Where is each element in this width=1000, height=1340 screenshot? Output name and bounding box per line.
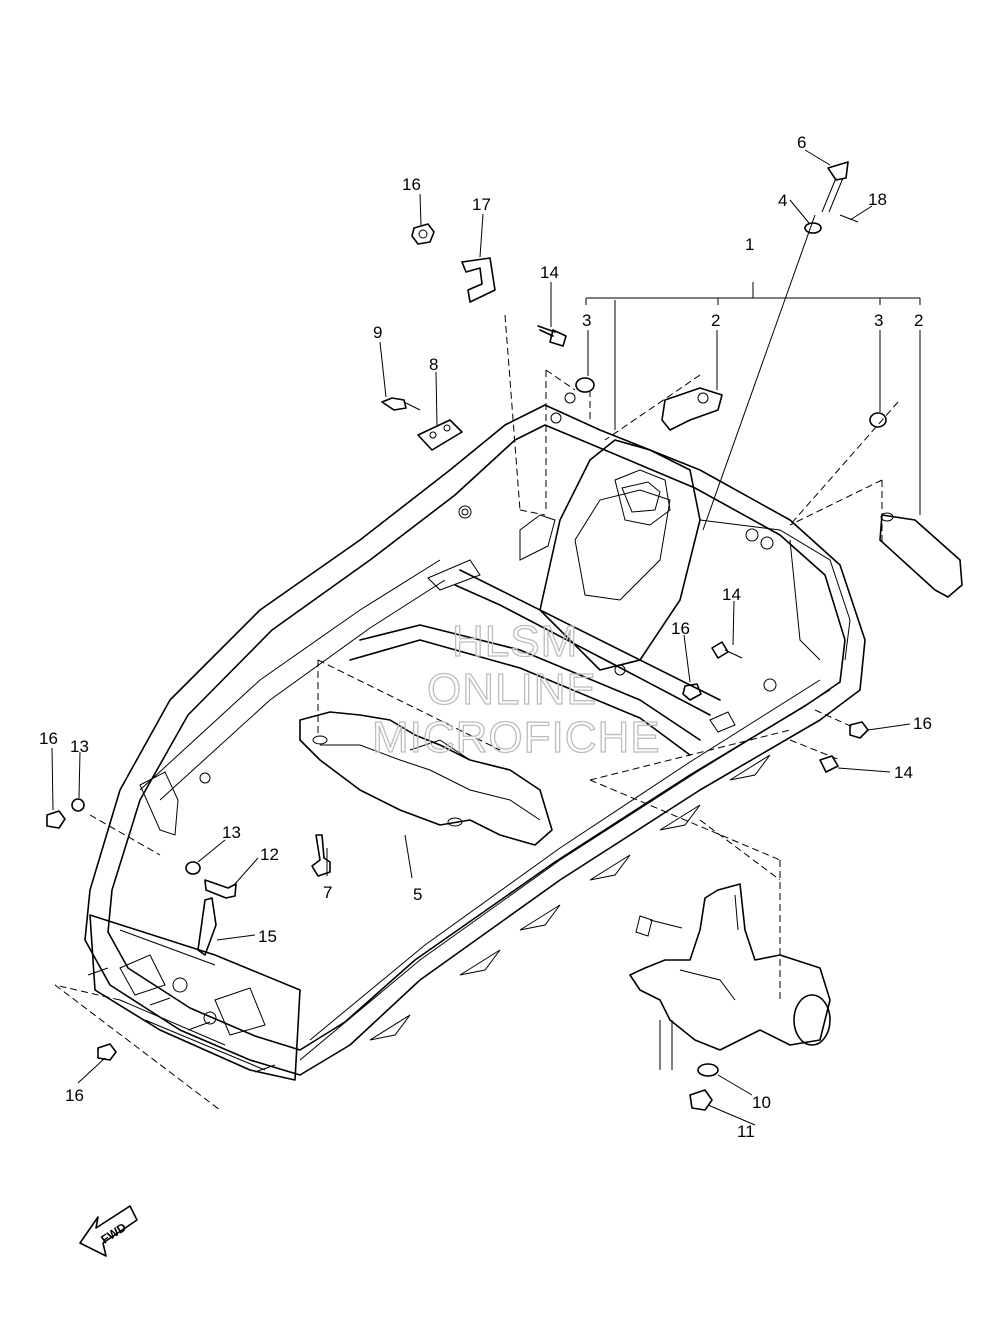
- nut-11: [689, 1089, 713, 1111]
- callout-14c: 14: [894, 763, 913, 782]
- watermark: HLSM ONLINE MICROFICHE: [371, 616, 661, 762]
- callout-13a: 13: [70, 737, 89, 756]
- steering-unit: [629, 883, 831, 1070]
- callout-15: 15: [258, 927, 277, 946]
- callout-7: 7: [323, 883, 332, 902]
- callout-9: 9: [373, 323, 382, 342]
- callout-5: 5: [413, 885, 422, 904]
- callout-8: 8: [429, 355, 438, 374]
- watermark-line-1: HLSM: [452, 617, 578, 666]
- watermark-line-2: ONLINE: [427, 665, 597, 714]
- fwd-arrow-icon: [79, 1205, 138, 1257]
- callout-3a: 3: [582, 311, 591, 330]
- callout-16c: 16: [913, 714, 932, 733]
- callout-labels: 1 2 2 3 3 4 5 6 7 8 9 10 11 12 13 13 14 …: [39, 133, 932, 1141]
- forward-direction-arrow: FWD: [79, 1205, 138, 1257]
- callout-10: 10: [752, 1093, 771, 1112]
- callout-18: 18: [868, 190, 887, 209]
- callout-12: 12: [260, 845, 279, 864]
- callout-13b: 13: [222, 823, 241, 842]
- watermark-line-3: MICROFICHE: [372, 713, 661, 762]
- skid-plate: [299, 711, 553, 846]
- callout-6: 6: [797, 133, 806, 152]
- callout-11: 11: [737, 1122, 755, 1141]
- callout-16d: 16: [39, 729, 58, 748]
- fasteners: [46, 161, 963, 1073]
- callout-3b: 3: [874, 311, 883, 330]
- callout-2a: 2: [711, 311, 720, 330]
- callout-16b: 16: [671, 619, 690, 638]
- callout-17: 17: [472, 195, 491, 214]
- leader-lines: [51, 149, 921, 1126]
- callout-14b: 14: [722, 585, 741, 604]
- callout-16a: 16: [402, 175, 421, 194]
- assembly-guide-lines: [54, 214, 899, 1111]
- callout-2b: 2: [914, 311, 923, 330]
- washer-10: [697, 1063, 719, 1077]
- frame-assembly: [84, 392, 866, 1081]
- callout-4: 4: [778, 191, 787, 210]
- callout-1: 1: [745, 235, 754, 254]
- callout-14a: 14: [540, 263, 559, 282]
- callout-16e: 16: [65, 1086, 84, 1105]
